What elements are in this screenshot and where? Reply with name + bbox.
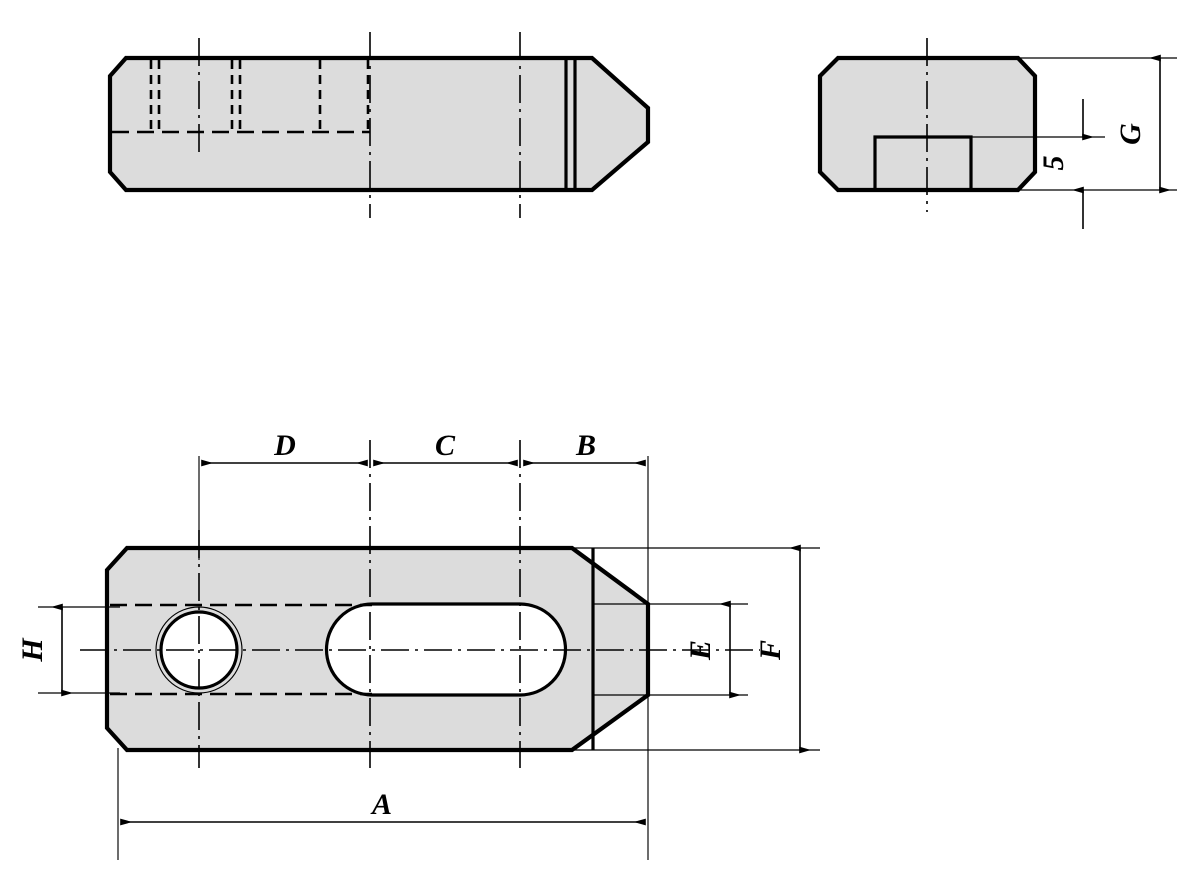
dimension-E-label: E — [684, 640, 717, 661]
side-view-outline — [817, 55, 1038, 193]
side-view-step-outline — [873, 135, 973, 190]
front-view-outline — [107, 55, 651, 193]
dimension-5-label: 5 — [1037, 156, 1070, 171]
dimension-B-label: B — [575, 429, 596, 462]
dimension-F-label: F — [754, 640, 787, 661]
side-elevation-view: G 5 — [817, 38, 1177, 229]
dimension-D-label: D — [273, 429, 296, 462]
dimension-C-label: C — [435, 429, 456, 462]
plan-view-slot-outline — [324, 602, 568, 697]
front-elevation-view — [107, 32, 651, 218]
dimension-A-label: A — [370, 788, 392, 821]
plan-view: D C B A E F H — [16, 429, 820, 860]
front-view-body-fill — [110, 58, 648, 190]
dimension-H-label: H — [16, 637, 49, 663]
dimension-G-label: G — [1114, 123, 1147, 145]
